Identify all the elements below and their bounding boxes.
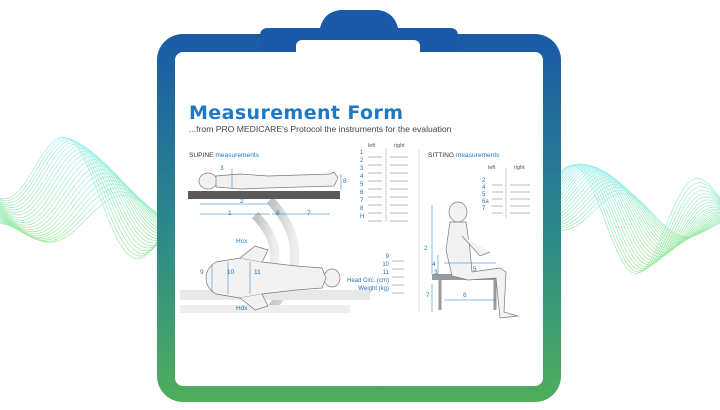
wave-line [539,179,720,244]
supine-label-accent: measurements [215,152,260,159]
supine-row-label: 1 [360,150,364,156]
front-row-label: Weight (kg) [358,286,389,292]
wave-line [539,164,720,271]
wave-line [539,163,720,268]
wave-line [539,172,720,249]
wave-line [539,170,720,251]
wave-line [539,163,720,266]
sitting-row-label: 7 [482,206,486,212]
wave-line [539,164,720,262]
supine-dim-1: 1 [228,210,232,217]
front-row-label: 11 [382,270,389,276]
sitting-label-plain: SITTING [428,152,456,159]
sitting-row-label: 5 [482,192,486,198]
wave-line [539,168,720,253]
supine-row-label: 5 [360,182,364,188]
floor-band-2 [180,305,350,313]
wave-line [539,165,720,275]
supine-dim-2: 2 [240,198,244,205]
wave-line [539,163,720,270]
supine-figure [188,171,340,199]
supine-dim-7: 7 [307,210,311,217]
supine-dim-8b: 8 [343,178,347,185]
floor-band [180,290,370,300]
supine-dim-3: 3 [220,165,224,172]
front-dim-10: 10 [227,269,235,276]
wave-line [539,176,720,246]
sitting-label-accent: measurements [455,152,500,159]
supine-dim-8a: 8 [276,210,280,217]
sitting-dim-7: 7 [426,292,430,299]
sitting-dim-2: 2 [424,245,428,252]
sitting-dimension-lines [431,205,496,312]
sitting-row-label: 2 [482,178,486,184]
supine-dimension-lines [200,169,342,215]
front-dim-11: 11 [254,269,261,276]
supine-row-label: H [360,214,365,220]
supine-row-label: 3 [360,166,364,172]
supine-entry-lines [368,156,408,222]
form-title: Measurement Form [189,102,404,124]
form-paper-inner [180,82,538,382]
supine-row-label: 4 [360,174,364,180]
sitting-dim-6: 6 [463,292,467,299]
sitting-section-label: SITTING measurements [428,152,499,159]
sitting-figure [432,201,519,319]
supine-col-left: left [368,143,376,149]
wave-line [539,174,720,247]
form-subtitle: ...from PRO MEDICARE's Protocol the inst… [189,124,452,134]
front-row-label: 10 [382,262,389,268]
wave-line [539,166,720,257]
front-figure [205,245,341,311]
supine-col-right: right [394,143,405,149]
front-dim-9: 9 [200,269,204,276]
sitting-dim-3: 3 [434,269,438,276]
wave-line [539,165,720,260]
supine-row-label: 2 [360,158,364,164]
sitting-col-left: left [488,165,496,171]
supine-label-plain: SUPINE [189,152,216,159]
supine-row-label: 7 [360,198,364,204]
sitting-row-label: 6a [482,199,489,205]
wave-line [539,167,720,255]
sitting-row-label: 4 [482,185,486,191]
front-row-label: 9 [385,254,389,260]
hip-top-label: Hcx [236,238,248,245]
supine-row-label: 8 [360,206,364,212]
sitting-col-right: right [514,165,525,171]
wave-lines-right [539,163,720,275]
wave-line [539,164,720,264]
front-row-label: Head Circ. (cm) [346,278,389,284]
sitting-entry-lines [492,184,530,214]
sitting-dim-4: 4 [432,261,436,268]
front-dimension-lines [211,262,251,294]
supine-section-label: SUPINE measurements [189,152,259,159]
sitting-dim-5: 5 [473,266,477,273]
hip-bottom-label: Hdx [236,305,248,312]
supine-row-label: 6 [360,190,364,196]
front-entry-lines [392,260,404,294]
